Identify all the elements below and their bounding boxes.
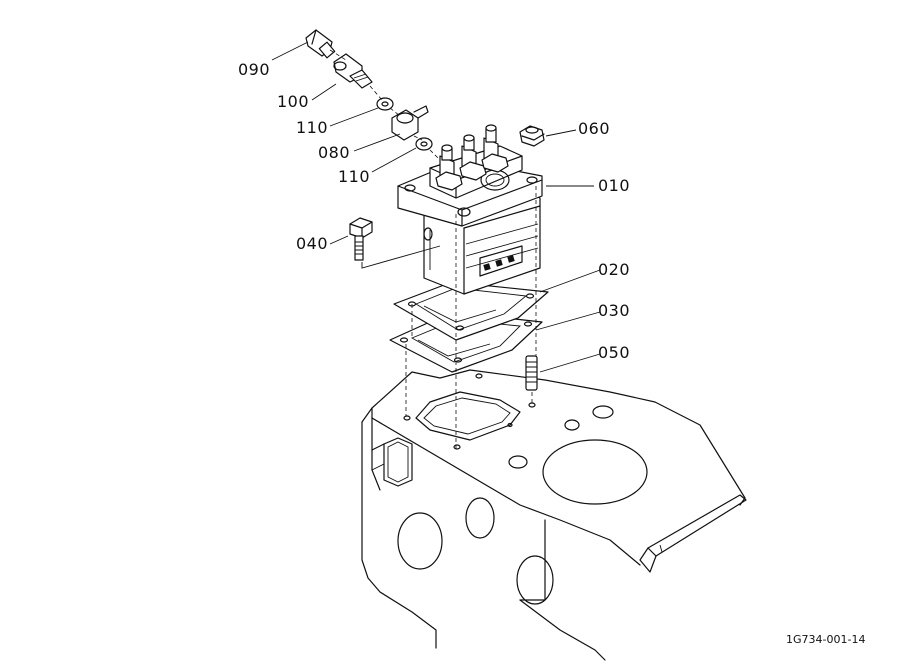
bleeder-screw-090	[305, 29, 336, 59]
callout-110-lower: 110	[338, 167, 371, 186]
callout-060: 060	[578, 119, 611, 138]
callout-090: 090	[238, 60, 271, 79]
bolt-040	[349, 217, 441, 269]
callout-010: 010	[598, 176, 631, 195]
callout-030: 030	[598, 301, 631, 320]
engine-block	[361, 369, 747, 661]
alignment-lines	[329, 49, 537, 450]
callout-080: 080	[318, 143, 351, 162]
eye-joint-080	[391, 105, 429, 141]
gasket-030	[389, 311, 543, 373]
figure-code: 1G734-001-14	[786, 633, 866, 646]
callout-020: 020	[598, 260, 631, 279]
banjo-bolt-100	[333, 53, 373, 89]
washer-110-upper	[376, 97, 394, 111]
delivery-valve-holders	[435, 124, 509, 191]
callout-040: 040	[296, 234, 329, 253]
callout-100: 100	[277, 92, 310, 111]
cap-nut-060	[519, 125, 545, 147]
callout-050: 050	[598, 343, 631, 362]
callout-110-upper: 110	[296, 118, 329, 137]
leader-lines	[271, 41, 601, 373]
stud-bolt-050	[525, 355, 538, 391]
washer-110-lower	[415, 137, 433, 151]
injection-pump-010	[397, 124, 543, 295]
